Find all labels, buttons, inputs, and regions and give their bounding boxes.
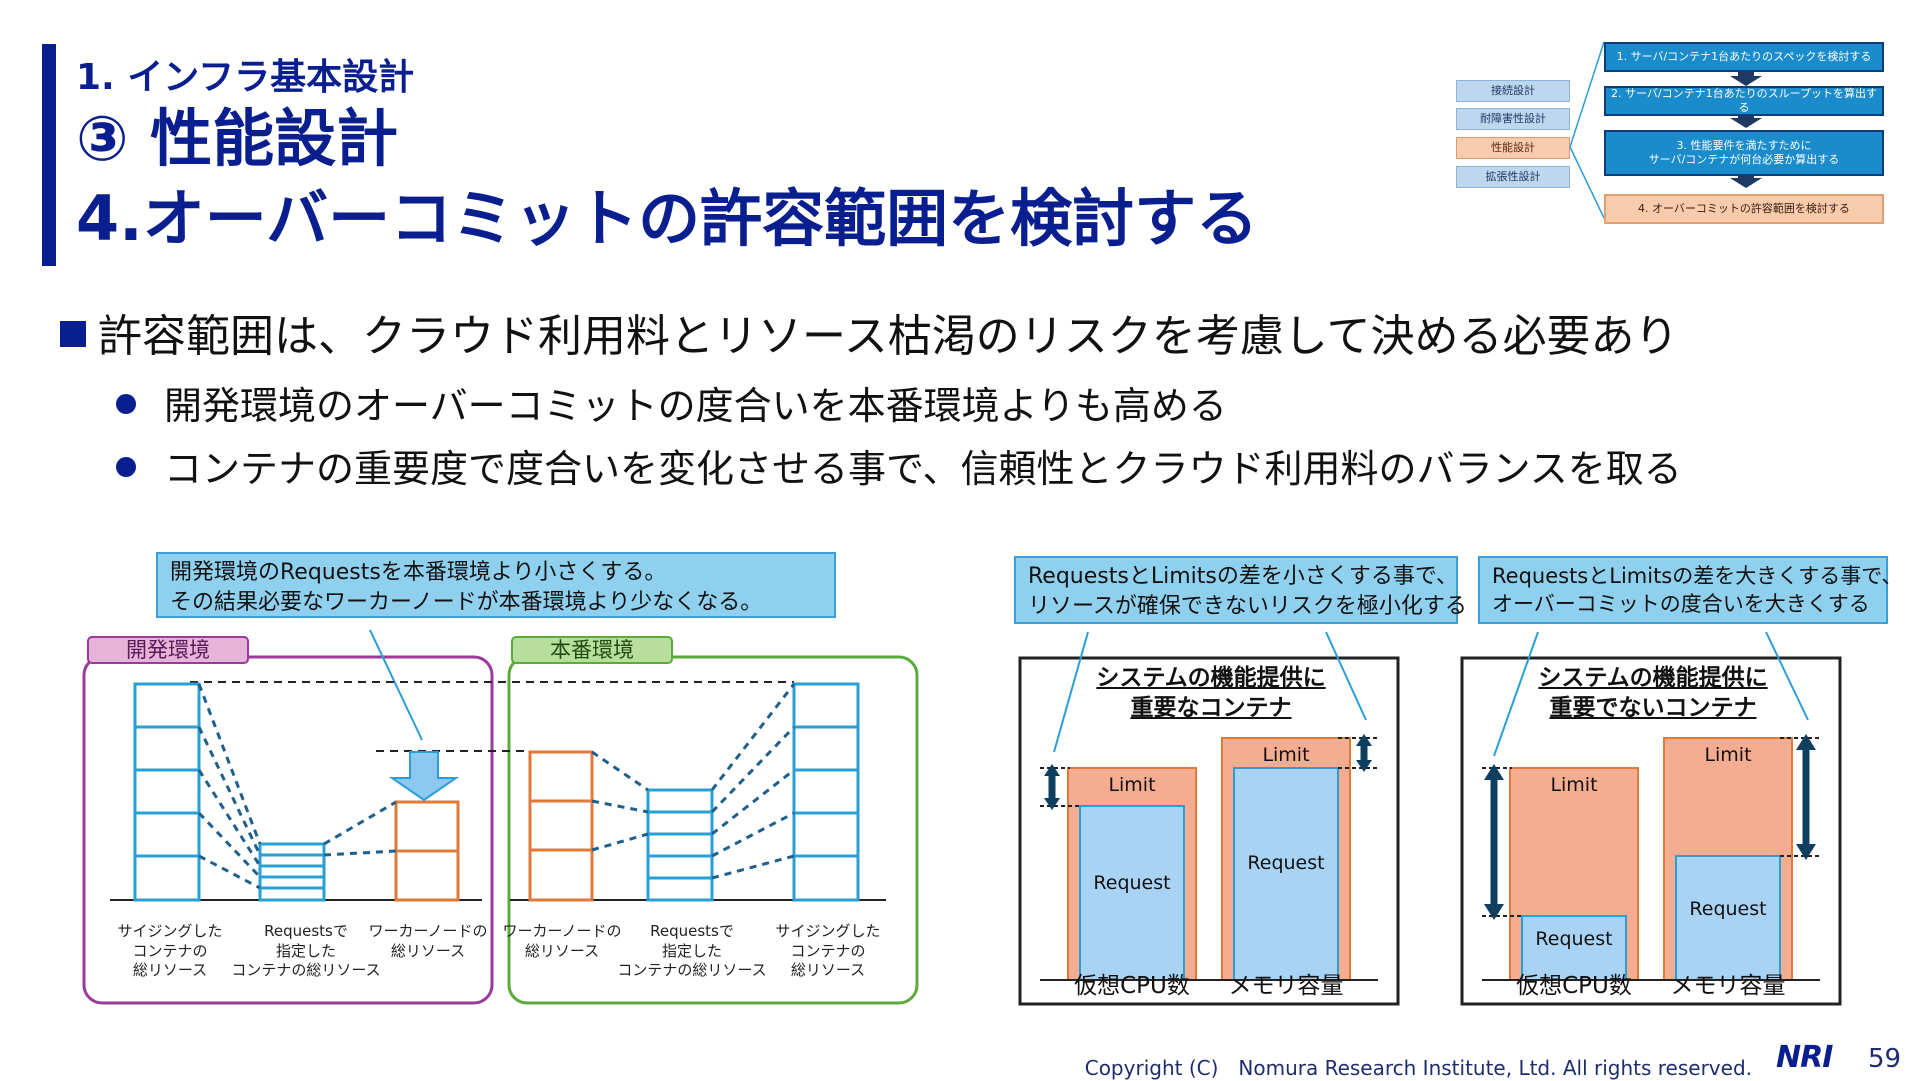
callout-pointer (369, 629, 423, 741)
limit-label: Limit (1550, 774, 1598, 796)
cpu-request-bar (1521, 915, 1627, 981)
sub-bullet-text: 開発環境のオーバーコミットの度合いを本番環境よりも高める (164, 384, 1227, 428)
flow-step-1: 1. サーバ/コンテナ1台あたりのスペックを検討する (1604, 42, 1884, 72)
flow-step-4: 4. オーバーコミットの許容範囲を検討する (1604, 194, 1884, 224)
nav-connector-lines (1569, 41, 1762, 219)
down-arrow-icon (388, 751, 460, 802)
limit-label: Limit (1704, 744, 1752, 766)
page-number: 59 (1868, 1044, 1902, 1074)
section-heading: 1. インフラ基本設計 (76, 57, 415, 98)
company-logo: NRI (1776, 1040, 1833, 1075)
flow-step-2: 2. サーバ/コンテナ1台あたりのスループットを算出する (1604, 86, 1884, 116)
callout-line: オーバーコミットの度合いを大きくする (1492, 592, 1870, 617)
left-callout-line: その結果必要なワーカーノードが本番環境より少なくなる。 (170, 589, 763, 615)
square-bullet-icon (60, 321, 86, 347)
circle-bullet-icon (116, 394, 136, 414)
page-title: ③ 性能設計 (76, 102, 399, 175)
x-label-mem: メモリ容量 (1228, 973, 1344, 999)
dev-env-frame (82, 655, 494, 1005)
mem-request-bar (1675, 855, 1781, 981)
prod-env-tag (511, 636, 673, 664)
left-callout: 開発環境のRequestsを本番環境より小さくする。 その結果必要なワーカーノー… (156, 552, 836, 618)
title-accent-bar (42, 44, 56, 266)
copyright-text: Copyright (C) Nomura Research Institute,… (1084, 1056, 1752, 1080)
callout-line: RequestsとLimitsの差を大きくする事で、 (1492, 564, 1903, 588)
x-label-mem: メモリ容量 (1670, 973, 1786, 999)
dev-worker-stack (394, 800, 460, 902)
main-bullet: 許容範囲は、クラウド利用料とリソース枯渇のリスクを考慮して決める必要あり (60, 300, 1678, 364)
prod-sized-stack (792, 682, 860, 902)
dev-col-label-requests: Requestsで 指定した コンテナの総リソース (231, 922, 381, 979)
nav-item-connection[interactable]: 接続設計 (1456, 80, 1570, 102)
prod-col-label-requests: Requestsで 指定した コンテナの総リソース (617, 922, 767, 979)
circle-bullet-icon (116, 457, 136, 477)
callout-line: リソースが確保できないリスクを極小化する (1028, 593, 1467, 619)
left-callout-line: 開発環境のRequestsを本番環境より小さくする。 (170, 560, 667, 585)
prod-col-label-worker: ワーカーノードの 総リソース (502, 922, 622, 960)
prod-worker-stack (528, 750, 594, 902)
main-bullet-text: 許容範囲は、クラウド利用料とリソース枯渇のリスクを考慮して決める必要あり (98, 311, 1679, 362)
limit-label: Limit (1262, 744, 1310, 766)
dev-env-tag (87, 636, 249, 664)
sub-bullet: コンテナの重要度で度合いを変化させる事で、信頼性とクラウド利用料のバランスを取る (116, 438, 1682, 493)
request-label: Request (1689, 898, 1767, 920)
right-diagram-graphic (1018, 631, 1842, 1006)
sub-bullet-text: コンテナの重要度で度合いを変化させる事で、信頼性とクラウド利用料のバランスを取る (164, 447, 1682, 491)
mem-request-bar (1233, 767, 1339, 981)
x-label-cpu: 仮想CPU数 (1074, 973, 1190, 999)
important-container-title: システムの機能提供に 重要なコンテナ (1022, 664, 1400, 724)
dev-requests-stack (258, 842, 326, 902)
request-label: Request (1247, 852, 1325, 874)
dev-col-label-sized: サイジングした コンテナの 総リソース (117, 922, 223, 979)
left-diagram-graphic (82, 629, 919, 1005)
callout-line: RequestsとLimitsの差を小さくする事で、 (1028, 564, 1458, 589)
x-label-cpu: 仮想CPU数 (1516, 973, 1632, 999)
dev-col-label-worker: ワーカーノードの 総リソース (368, 922, 488, 960)
prod-env-frame (507, 655, 919, 1005)
limit-label: Limit (1108, 774, 1156, 796)
prod-col-label-sized: サイジングした コンテナの 総リソース (775, 922, 881, 979)
page-subtitle: 4.オーバーコミットの許容範囲を検討する (76, 182, 1259, 255)
prod-requests-stack (646, 788, 714, 902)
sub-bullet: 開発環境のオーバーコミットの度合いを本番環境よりも高める (116, 375, 1227, 430)
prod-env-label: 本番環境 (550, 638, 634, 662)
right-callout-right: RequestsとLimitsの差を大きくする事で、 オーバーコミットの度合いを… (1478, 556, 1903, 624)
nav-item-performance[interactable]: 性能設計 (1456, 137, 1570, 159)
request-label: Request (1093, 872, 1171, 894)
unimportant-container-title: システムの機能提供に 重要でないコンテナ (1464, 664, 1842, 724)
flow-step-3: 3. 性能要件を満たすために サーバ/コンテナが何台必要か算出する (1604, 130, 1884, 176)
dev-sized-stack (133, 682, 201, 902)
dev-env-label: 開発環境 (126, 638, 210, 662)
nav-item-scalability[interactable]: 拡張性設計 (1456, 166, 1570, 188)
title-line: システムの機能提供に (1538, 665, 1768, 691)
title-line: 重要でないコンテナ (1549, 694, 1757, 721)
title-line: 重要なコンテナ (1130, 694, 1292, 721)
request-label: Request (1535, 928, 1613, 950)
right-callout-left: RequestsとLimitsの差を小さくする事で、 リソースが確保できないリス… (1014, 556, 1467, 624)
nav-item-fault-tolerance[interactable]: 耐障害性設計 (1456, 108, 1570, 130)
title-line: システムの機能提供に (1096, 665, 1326, 691)
